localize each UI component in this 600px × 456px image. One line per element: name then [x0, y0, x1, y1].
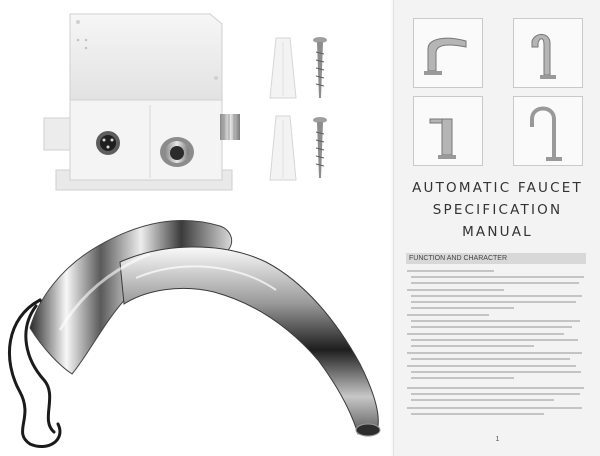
section-heading: FUNCTION AND CHARACTER: [406, 253, 586, 264]
water-outlet-fitting-icon: [160, 137, 194, 167]
manual-title-line-2: SPECIFICATION: [432, 202, 563, 218]
page-number: 1: [495, 436, 500, 443]
faucet-style-1-icon: [413, 18, 483, 88]
wall-anchor-icon: [269, 115, 297, 181]
wall-anchor-icon: [269, 37, 297, 99]
instruction-manual: AUTOMATIC FAUCET SPECIFICATION MANUAL FU…: [393, 0, 600, 456]
faucet-kit-illustration: [7, 13, 381, 448]
faucet-style-3-icon: [413, 96, 483, 166]
screw-icon: [313, 117, 327, 178]
control-box: [43, 13, 233, 191]
screw-icon: [313, 37, 327, 98]
faucet-style-4-icon: [513, 96, 583, 166]
manual-title-line-3: MANUAL: [462, 224, 533, 240]
water-inlet-fitting-icon: [220, 114, 240, 140]
sensor-connector-icon: [96, 131, 120, 155]
faucet-style-2-icon: [513, 18, 583, 88]
faucet-spout: [29, 220, 381, 437]
manual-title-line-1: AUTOMATIC FAUCET: [412, 180, 583, 196]
